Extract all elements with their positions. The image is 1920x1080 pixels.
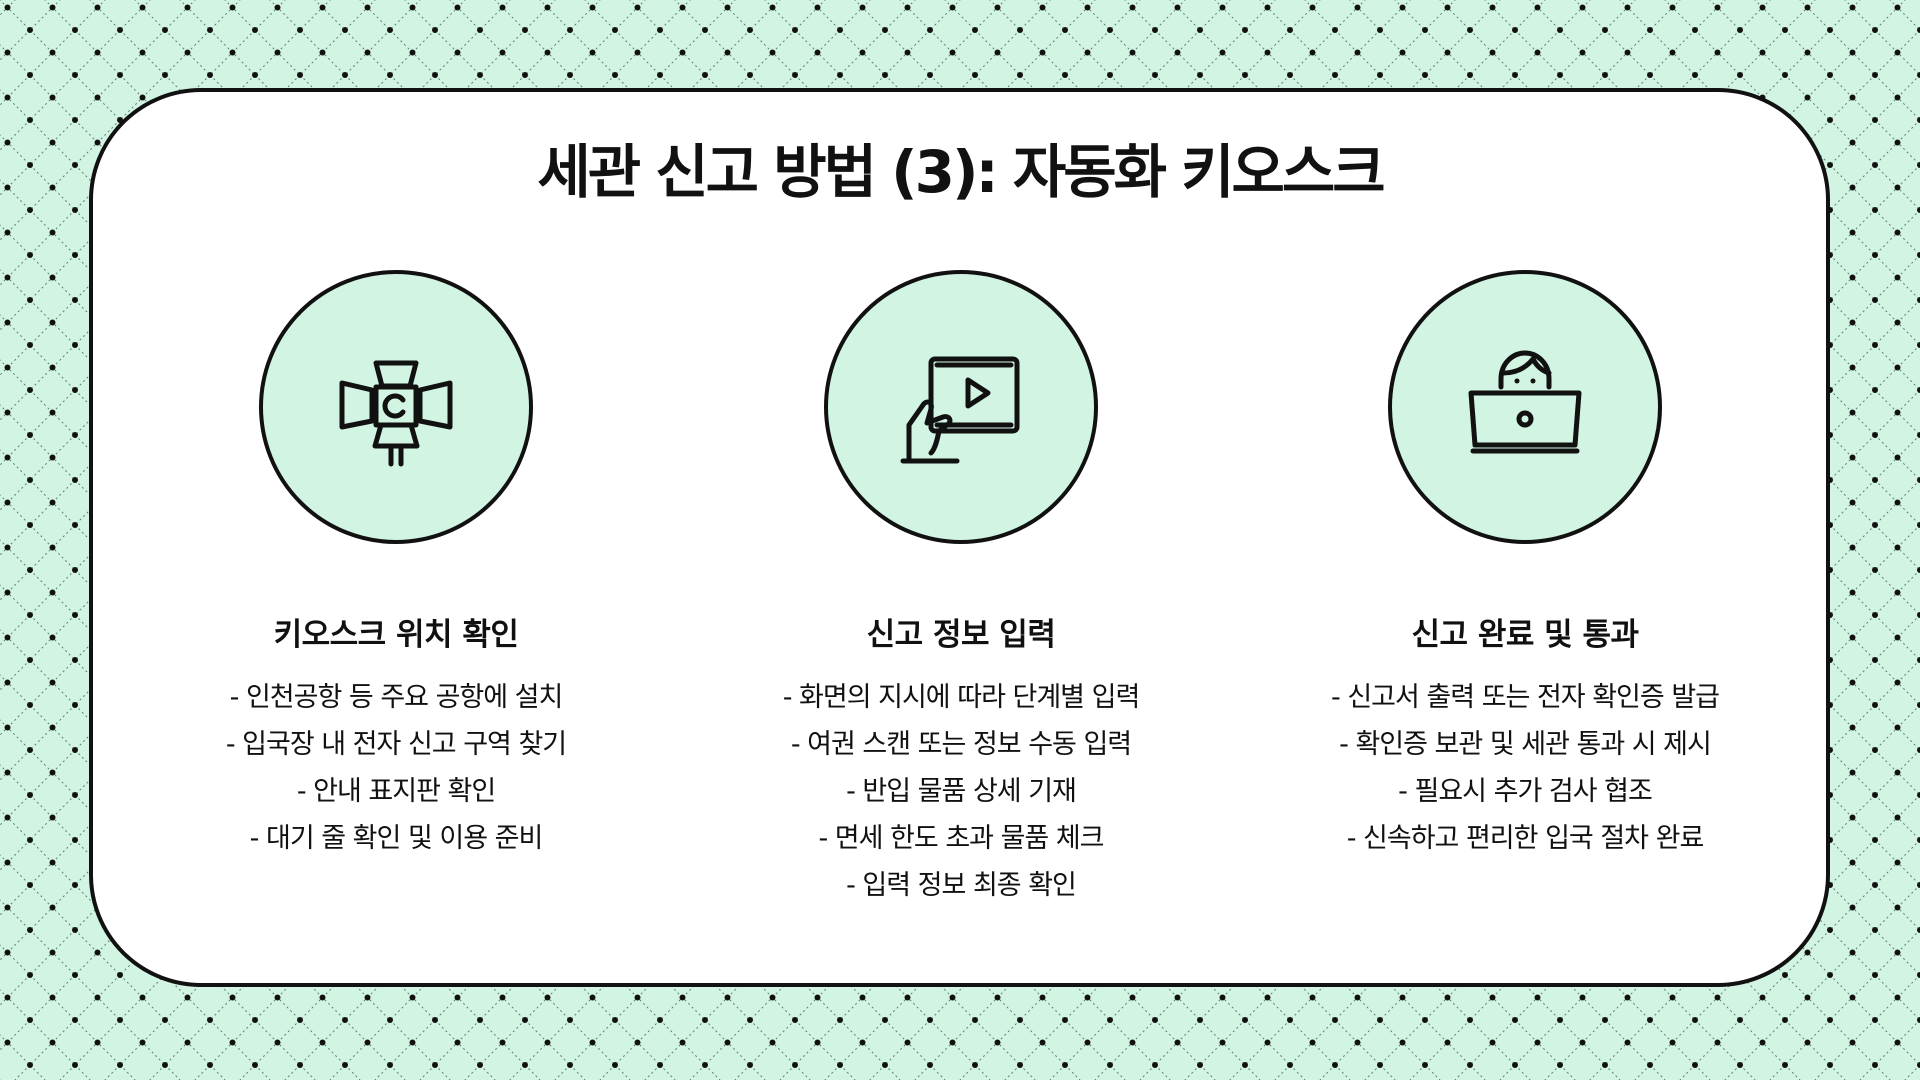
list-item: - 여권 스캔 또는 정보 수동 입력	[790, 729, 1132, 760]
step-title: 신고 정보 입력	[866, 617, 1056, 653]
step-complete-pass: 신고 완료 및 통과 - 신고서 출력 또는 전자 확인증 발급 - 확인증 보…	[1245, 268, 1805, 862]
list-item: - 안내 표지판 확인	[296, 776, 496, 807]
step-enter-info: 신고 정보 입력 - 화면의 지시에 따라 단계별 입력 - 여권 스캔 또는 …	[681, 268, 1241, 909]
list-item: - 신속하고 편리한 입국 절차 완료	[1346, 823, 1705, 854]
list-item: - 대기 줄 확인 및 이용 준비	[249, 823, 544, 854]
icon-circle	[1388, 270, 1662, 544]
icon-circle	[259, 270, 533, 544]
kiosk-light-icon	[339, 360, 453, 467]
step-title: 키오스크 위치 확인	[273, 617, 519, 653]
slide-title: 세관 신고 방법 (3): 자동화 키오스크	[537, 138, 1385, 206]
list-item: - 입국장 내 전자 신고 구역 찾기	[225, 729, 567, 760]
list-item: - 입력 정보 최종 확인	[846, 870, 1077, 901]
list-item: - 필요시 추가 검사 협조	[1398, 776, 1653, 807]
step-list: - 화면의 지시에 따라 단계별 입력 - 여권 스캔 또는 정보 수동 입력 …	[681, 674, 1241, 909]
list-item: - 반입 물품 상세 기재	[846, 776, 1077, 807]
list-item: - 확인증 보관 및 세관 통과 시 제시	[1339, 729, 1712, 760]
list-item: - 화면의 지시에 따라 단계별 입력	[782, 682, 1141, 713]
step-kiosk-location: 키오스크 위치 확인 - 인천공항 등 주요 공항에 설치 - 입국장 내 전자…	[116, 268, 676, 862]
icon-circle	[824, 270, 1098, 544]
list-item: - 면세 한도 초과 물품 체크	[818, 823, 1104, 854]
list-item: - 신고서 출력 또는 전자 확인증 발급	[1331, 682, 1720, 713]
person-laptop-icon	[1468, 350, 1582, 454]
tablet-video-icon	[900, 356, 1020, 464]
list-item: - 인천공항 등 주요 공항에 설치	[229, 682, 564, 713]
step-list: - 신고서 출력 또는 전자 확인증 발급 - 확인증 보관 및 세관 통과 시…	[1245, 674, 1805, 862]
step-list: - 인천공항 등 주요 공항에 설치 - 입국장 내 전자 신고 구역 찾기 -…	[116, 674, 676, 862]
step-title: 신고 완료 및 통과	[1411, 617, 1639, 653]
